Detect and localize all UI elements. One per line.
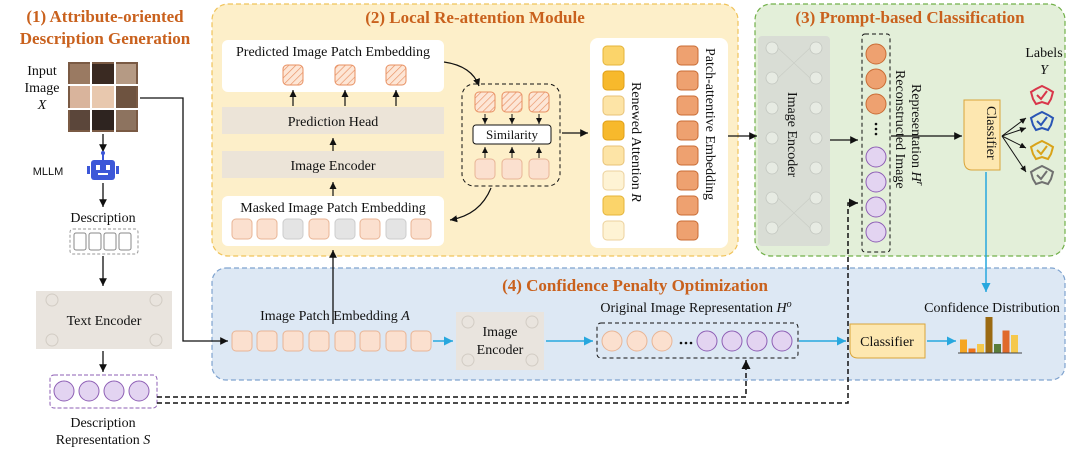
original-repr-label: Original Image Representation Ho <box>600 299 791 316</box>
confidence-bar <box>968 348 976 353</box>
predicted-label: Predicted Image Patch Embedding <box>236 45 430 60</box>
labels-var: Y <box>1040 63 1050 78</box>
input-label-2: Image <box>25 81 60 96</box>
arrow-predicted-to-similarity <box>443 61 481 87</box>
input-image <box>68 62 138 132</box>
confidence-bar <box>1002 330 1010 353</box>
dashed-desc-to-h <box>157 360 751 398</box>
label-badge-gray-icon <box>1029 164 1055 186</box>
similarity-top-patches <box>474 91 550 113</box>
panel-prompt-classification <box>754 3 1066 257</box>
m4-classifier-box <box>849 323 926 359</box>
confidence-bar <box>985 317 993 353</box>
description-label: Description <box>70 211 135 226</box>
image-encoder-label: Image Encoder <box>290 159 375 174</box>
m3-image-encoder-label: Image Encoder <box>784 92 799 177</box>
input-var: X <box>37 98 47 113</box>
image-encoder-box <box>222 151 444 178</box>
labels-label: Labels <box>1025 46 1062 61</box>
description-tokens <box>69 228 139 255</box>
predicted-patches <box>282 64 407 86</box>
patch-embedding-row <box>231 330 432 352</box>
m3-classifier-label: Classifier <box>983 106 998 160</box>
masked-patches <box>231 218 432 240</box>
reconstructed-representation <box>861 33 891 253</box>
text-encoder-box <box>36 291 172 349</box>
m4-encoder-label-2: Encoder <box>477 343 524 358</box>
reconstructed-label-2: Representation Hr <box>908 84 925 186</box>
m3-classifier-box <box>963 99 1001 171</box>
renewed-attention-label: Renewed Attention R <box>628 82 643 202</box>
confidence-bar <box>960 339 967 353</box>
title-3: (3) Prompt-based Classification <box>795 8 1025 27</box>
encoder-network-box <box>758 36 830 246</box>
patch-embedding-label: Image Patch Embedding A <box>260 309 410 324</box>
dashed-desc-to-reconstructed <box>157 198 858 404</box>
m4-image-encoder-box <box>456 312 544 370</box>
description-representation <box>49 374 158 409</box>
patch-attentive-column <box>676 45 699 241</box>
arrow-similarity-to-masked <box>449 187 492 223</box>
confidence-bar <box>977 344 984 353</box>
confidence-chart <box>960 317 1018 353</box>
label-badge-yellow-icon <box>1029 139 1055 161</box>
m4-encoder-label-1: Image <box>483 325 518 340</box>
desc-repr-label-2: Representation S <box>56 433 150 448</box>
label-badge-blue-icon <box>1029 110 1055 132</box>
desc-repr-label-1: Description <box>70 416 135 431</box>
label-badge-red-icon <box>1029 84 1055 106</box>
m4-classifier-label: Classifier <box>860 335 914 350</box>
mllm-label: MLLM <box>33 166 64 178</box>
title-2: (2) Local Re-attention Module <box>365 8 585 27</box>
masked-label: Masked Image Patch Embedding <box>240 201 425 216</box>
input-label-1: Input <box>27 64 57 79</box>
similarity-box <box>472 124 552 145</box>
similarity-cluster <box>461 83 561 187</box>
confidence-bar <box>994 344 1001 353</box>
title-4: (4) Confidence Penalty Optimization <box>502 276 768 295</box>
robot-icon <box>87 151 119 180</box>
reconstructed-label-1: Reconstructed Image <box>892 70 907 189</box>
prediction-head-label: Prediction Head <box>288 115 379 130</box>
title-1-line2: Description Generation <box>20 29 191 48</box>
patch-attentive-label: Patch-attentive Embedding <box>702 48 717 200</box>
confidence-label: Confidence Distribution <box>924 301 1060 316</box>
prediction-head-box <box>222 107 444 134</box>
arrow-image-to-patch <box>140 97 228 345</box>
original-representation-row <box>596 322 799 359</box>
similarity-label: Similarity <box>486 127 539 142</box>
similarity-bottom-patches <box>474 158 550 180</box>
title-1-line1: (1) Attribute-oriented <box>26 7 184 26</box>
text-encoder-label: Text Encoder <box>67 314 142 329</box>
confidence-bar <box>1011 335 1018 353</box>
renewed-attention-column <box>602 45 625 241</box>
